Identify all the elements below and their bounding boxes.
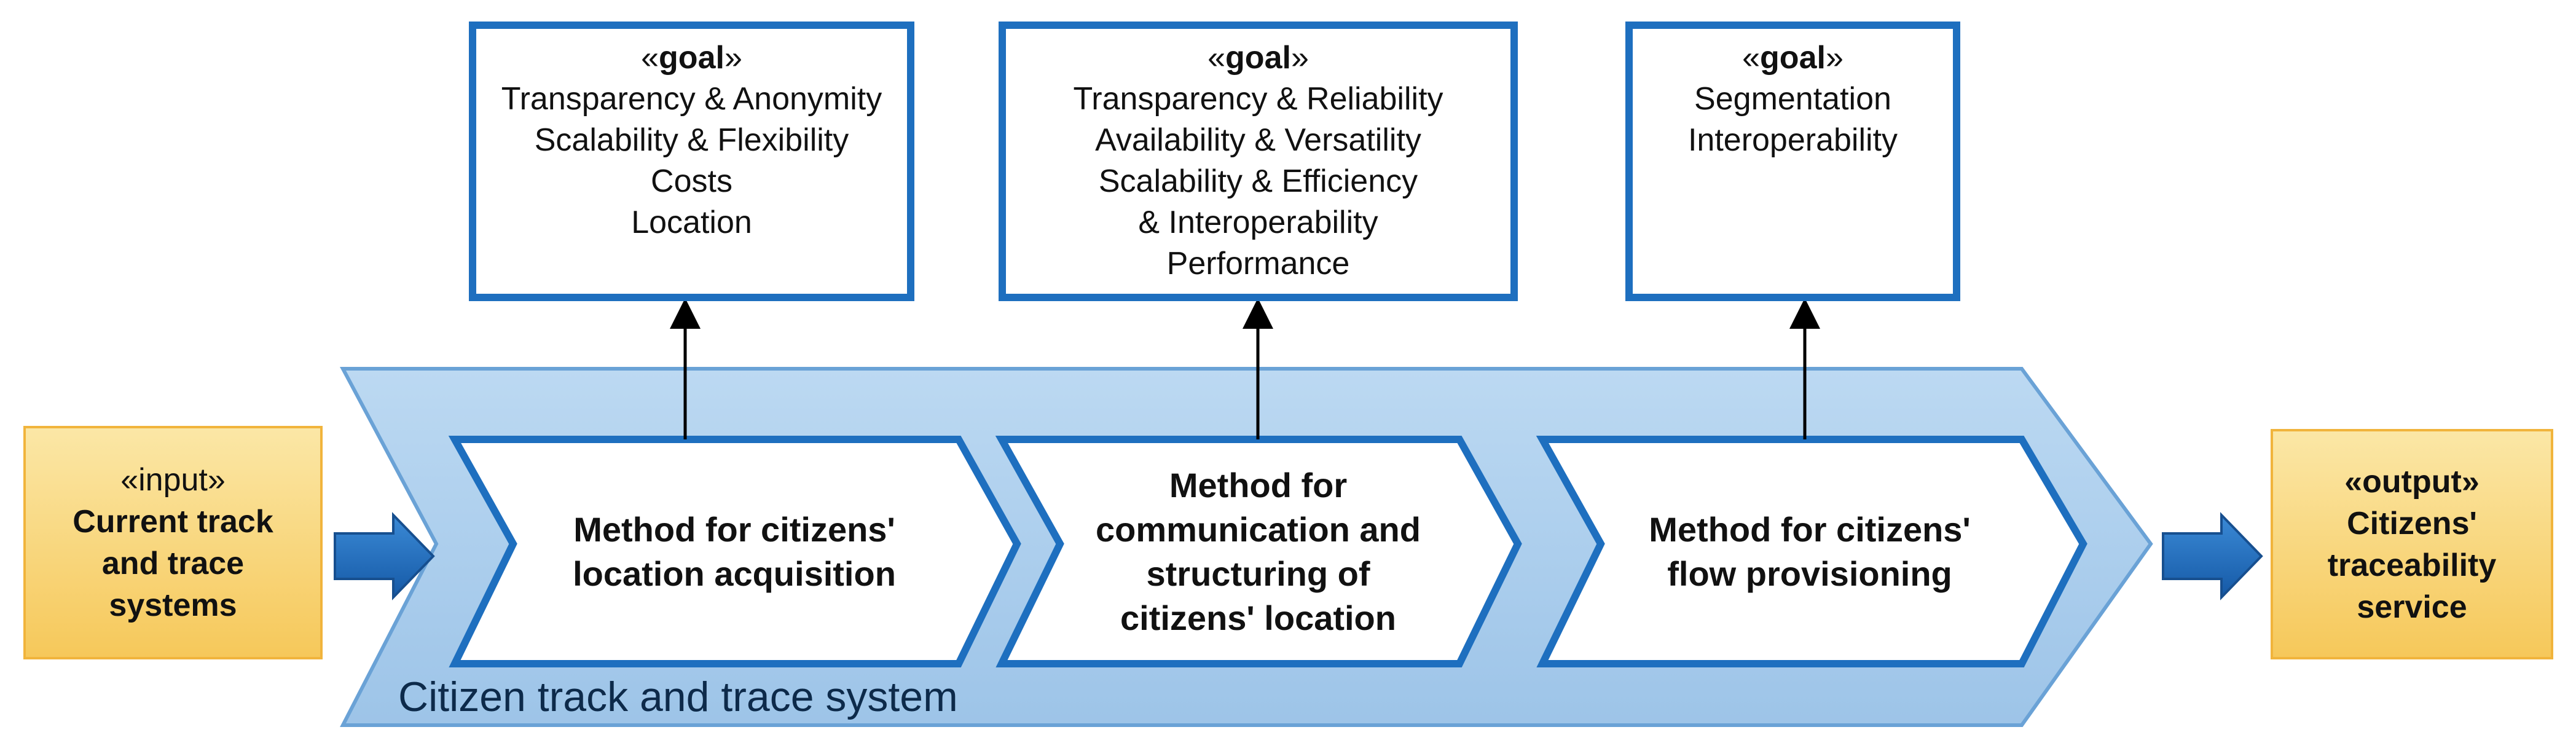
input-line: Current track xyxy=(73,504,273,540)
input-flow-arrow xyxy=(334,512,435,600)
goal-keyword: goal xyxy=(1760,40,1826,76)
goal-line: Costs xyxy=(651,163,732,199)
goal-keyword: goal xyxy=(1225,40,1291,76)
step-line: structuring of xyxy=(1146,554,1370,593)
step-line: citizens' location xyxy=(1120,598,1396,637)
step-label-2: Method for communication and structuring… xyxy=(1057,442,1459,661)
goal-box-1: «goal» Transparency & Anonymity Scalabil… xyxy=(469,22,914,301)
output-line: service xyxy=(2357,589,2467,625)
step-line: location acquisition xyxy=(573,554,896,593)
input-box: «input» Current track and trace systems xyxy=(23,426,323,659)
goal-line: Availability & Versatility xyxy=(1095,122,1421,158)
output-flow-arrow xyxy=(2162,512,2263,600)
step-line: communication and xyxy=(1096,509,1421,549)
goal-box-2: «goal» Transparency & Reliability Availa… xyxy=(999,22,1518,301)
output-stereotype: «output» xyxy=(2344,463,2480,500)
goal-line: Location xyxy=(631,205,752,240)
step-label-3: Method for citizens' flow provisioning xyxy=(1598,442,2022,661)
step-line: Method for citizens' xyxy=(573,509,895,549)
output-line: traceability xyxy=(2327,547,2497,583)
input-stereotype: «input» xyxy=(120,462,226,498)
goal-stereotype: «goal» xyxy=(641,40,742,76)
goal-line: Scalability & Flexibility xyxy=(534,122,849,158)
step-chevron-3 xyxy=(1536,436,2087,667)
step-chevron-2 xyxy=(995,436,1522,667)
goal-keyword: goal xyxy=(659,40,724,76)
step-chevron-1 xyxy=(448,436,1021,667)
step-line: Method for citizens' xyxy=(1649,509,1971,549)
goal-line: & Interoperability xyxy=(1138,205,1378,240)
system-band-label: Citizen track and trace system xyxy=(398,674,958,720)
goal-line: Transparency & Anonymity xyxy=(501,81,882,117)
goal-line: Transparency & Reliability xyxy=(1073,81,1443,117)
output-line: Citizens' xyxy=(2347,505,2477,541)
step-label-1: Method for citizens' location acquisitio… xyxy=(510,442,959,661)
input-line: and trace xyxy=(101,546,245,581)
output-box: «output» Citizens' traceability service xyxy=(2271,429,2553,659)
goal-line: Segmentation xyxy=(1694,81,1891,117)
goal-line: Scalability & Efficiency xyxy=(1098,163,1418,199)
step-line: Method for xyxy=(1169,465,1348,505)
input-line: systems xyxy=(109,588,237,623)
goal-box-3: «goal» Segmentation Interoperability xyxy=(1625,22,1960,301)
step-line: flow provisioning xyxy=(1667,554,1952,593)
goal-stereotype: «goal» xyxy=(1742,40,1844,76)
goal-line: Interoperability xyxy=(1687,122,1898,158)
goal-line: Performance xyxy=(1166,246,1350,281)
goal-stereotype: «goal» xyxy=(1208,40,1309,76)
